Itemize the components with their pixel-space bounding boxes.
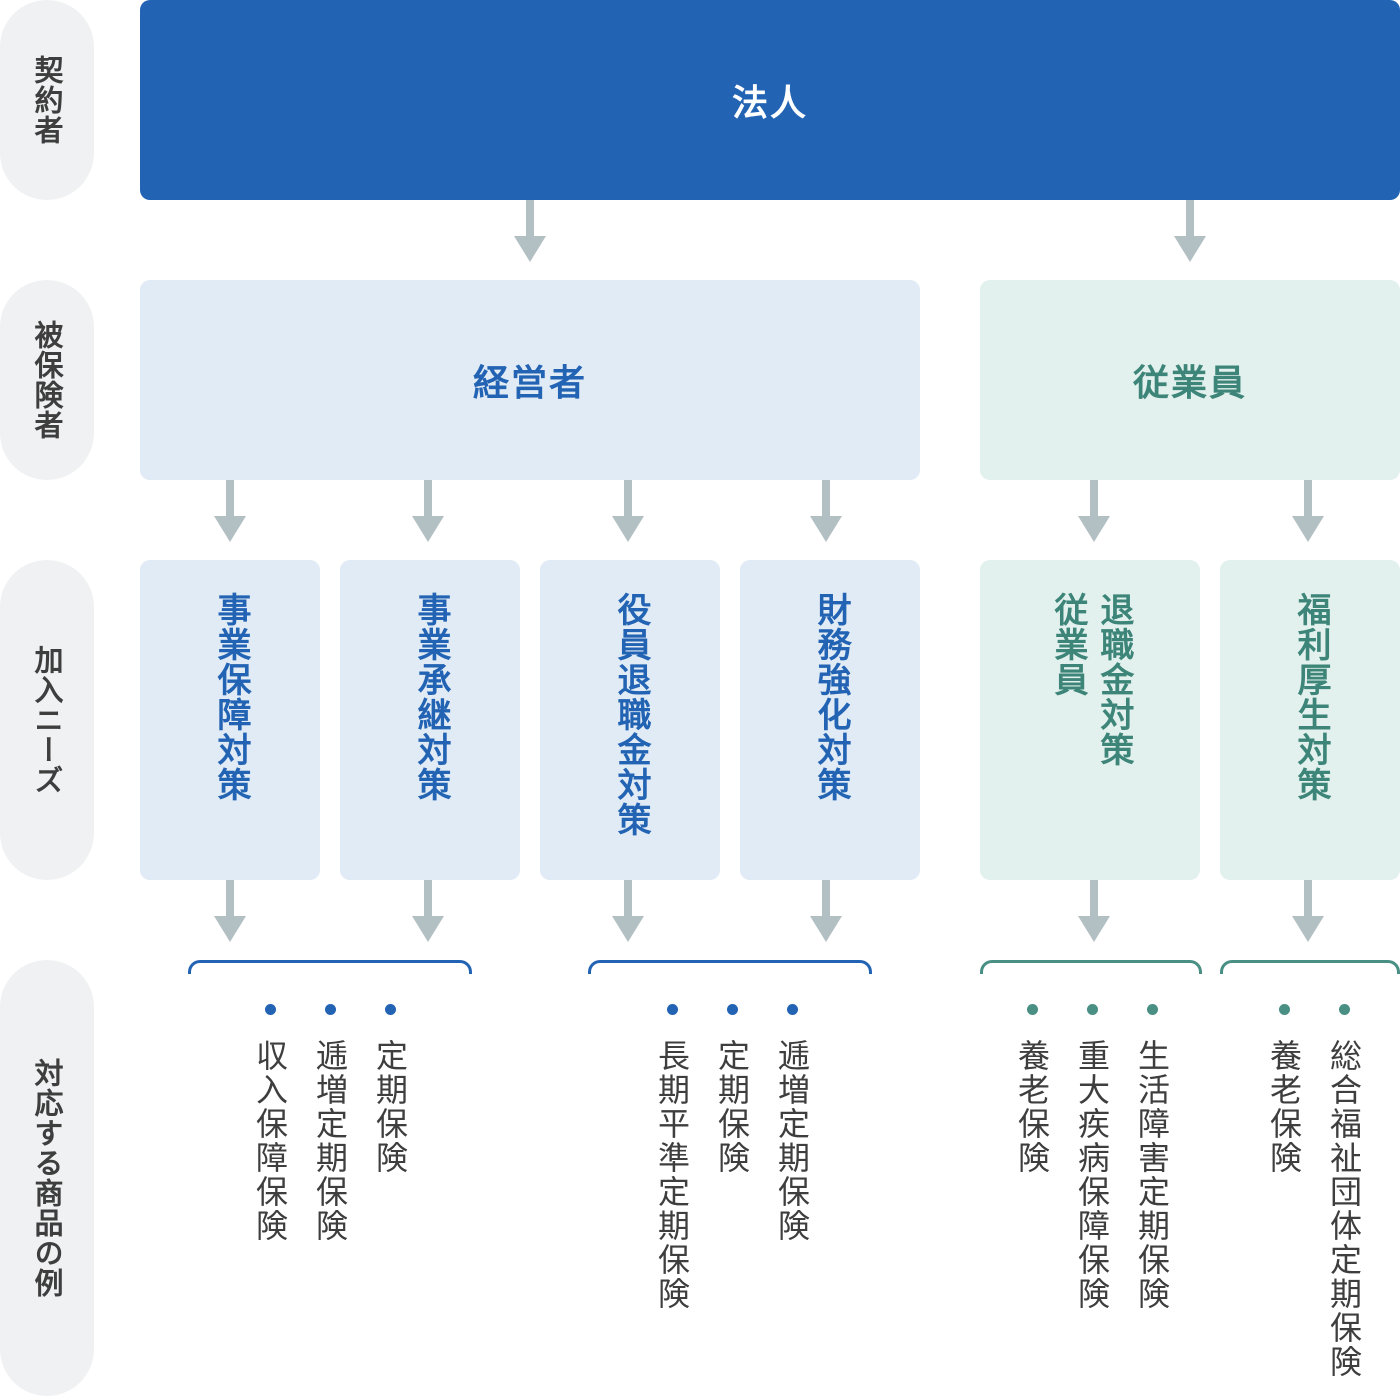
need-welfare: 福利厚生対策: [1220, 560, 1400, 880]
need-executive-retirement: 役員退職金対策: [540, 560, 720, 880]
product-label: 重大疾病保障保険: [1073, 1039, 1111, 1311]
product-item: 収入保障保険: [250, 1004, 290, 1243]
product-label: 定期保険: [371, 1039, 409, 1175]
row-label-needs-text: 加入ニーズ: [30, 645, 64, 795]
need-employee-retirement: 従業員 退職金対策: [980, 560, 1200, 880]
employee-label: 従業員: [1132, 363, 1247, 404]
employee-box: 従業員: [980, 280, 1400, 480]
product-label: 総合福祉団体定期保険: [1325, 1039, 1363, 1379]
bullet-dot-icon: [786, 1004, 798, 1015]
contractor-label: 法人: [731, 83, 808, 124]
bullet-dot-icon: [264, 1004, 276, 1015]
need-business-succession-label: 事業承継対策: [410, 592, 451, 802]
product-bracket-4: [1220, 960, 1400, 974]
product-item: 定期保険: [370, 1004, 410, 1175]
bullet-dot-icon: [1278, 1004, 1290, 1015]
product-item: 重大疾病保障保険: [1072, 1004, 1112, 1311]
product-item: 逓増定期保険: [772, 1004, 812, 1243]
need-employee-retirement-label-col1: 従業員: [1048, 592, 1088, 697]
product-bracket-3: [980, 960, 1202, 974]
product-label: 養老保険: [1013, 1039, 1051, 1175]
row-label-products: 対応する商品の例: [0, 960, 94, 1396]
product-label: 養老保険: [1265, 1039, 1303, 1175]
product-item: 養老保険: [1012, 1004, 1052, 1175]
product-item: 生活障害定期保険: [1132, 1004, 1172, 1311]
product-item: 定期保険: [712, 1004, 752, 1175]
product-label: 生活障害定期保険: [1133, 1039, 1171, 1311]
need-financial-strengthening-label: 財務強化対策: [810, 592, 851, 802]
bullet-dot-icon: [726, 1004, 738, 1015]
product-bracket-2: [588, 960, 872, 974]
product-label: 収入保障保険: [251, 1039, 289, 1243]
need-business-protection: 事業保障対策: [140, 560, 320, 880]
row-label-needs: 加入ニーズ: [0, 560, 94, 880]
row-label-products-text: 対応する商品の例: [30, 1058, 64, 1298]
product-item: 総合福祉団体定期保険: [1324, 1004, 1364, 1379]
need-executive-retirement-label: 役員退職金対策: [610, 592, 651, 837]
need-welfare-label: 福利厚生対策: [1290, 592, 1331, 802]
bullet-dot-icon: [1146, 1004, 1158, 1015]
product-item: 逓増定期保険: [310, 1004, 350, 1243]
product-label: 長期平準定期保険: [653, 1039, 691, 1311]
bullet-dot-icon: [666, 1004, 678, 1015]
contractor-box: 法人: [140, 0, 1400, 200]
bullet-dot-icon: [1086, 1004, 1098, 1015]
product-label: 定期保険: [713, 1039, 751, 1175]
need-employee-retirement-label-col2: 退職金対策: [1093, 592, 1134, 767]
executive-box: 経営者: [140, 280, 920, 480]
product-bracket-1: [188, 960, 472, 974]
bullet-dot-icon: [324, 1004, 336, 1015]
product-item: 養老保険: [1264, 1004, 1304, 1175]
product-item: 長期平準定期保険: [652, 1004, 692, 1311]
product-label: 逓増定期保険: [773, 1039, 811, 1243]
row-label-contractor: 契約者: [0, 0, 94, 200]
row-label-insured-text: 被保険者: [30, 320, 64, 440]
need-business-protection-label: 事業保障対策: [210, 592, 251, 802]
product-label: 逓増定期保険: [311, 1039, 349, 1243]
bullet-dot-icon: [1026, 1004, 1038, 1015]
bullet-dot-icon: [384, 1004, 396, 1015]
row-label-insured: 被保険者: [0, 280, 94, 480]
need-financial-strengthening: 財務強化対策: [740, 560, 920, 880]
executive-label: 経営者: [472, 363, 587, 404]
row-label-contractor-text: 契約者: [30, 55, 64, 145]
need-business-succession: 事業承継対策: [340, 560, 520, 880]
bullet-dot-icon: [1338, 1004, 1350, 1015]
